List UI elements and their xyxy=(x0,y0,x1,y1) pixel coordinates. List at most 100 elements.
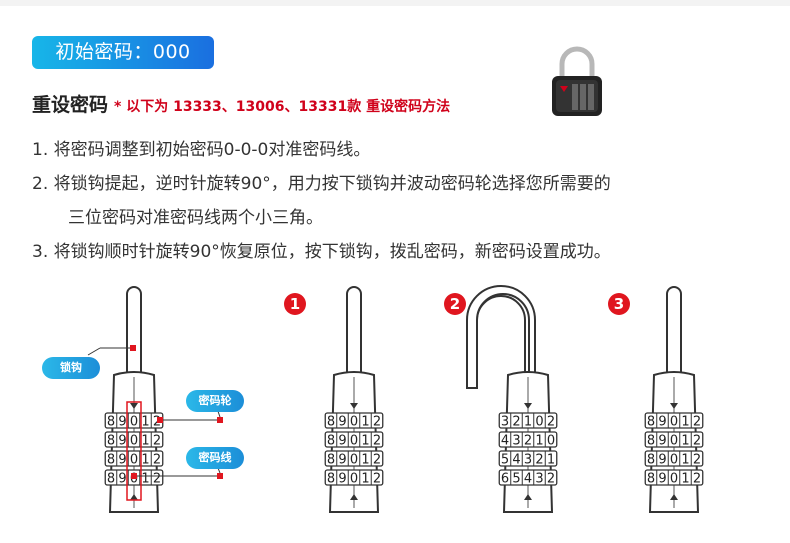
step2-wheel-digit: 2 xyxy=(547,472,555,487)
main-wheel-digit: 1 xyxy=(141,472,149,487)
main-wheel-digit: 0 xyxy=(130,415,138,430)
step3-wheel-digit: 0 xyxy=(670,472,678,487)
step1-wheel-digit: 8 xyxy=(327,434,335,449)
step2-wheel-4 xyxy=(498,469,558,486)
main-wheel-3 xyxy=(104,450,164,467)
line-leader-dot xyxy=(131,473,137,479)
heading-note: * 以下为 13333、13006、13331款 重设密码方法 xyxy=(114,99,451,115)
step1-wheel-digit: 1 xyxy=(361,472,369,487)
step1-wheel-digit: 8 xyxy=(327,453,335,468)
step3-wheel-digit: 1 xyxy=(681,453,689,468)
lock-diagrams: 8901289012890128901289012890128901289012… xyxy=(0,280,790,543)
wheel-label: 密码轮 xyxy=(186,390,244,412)
step3-shackle xyxy=(666,286,682,375)
step3-wheel-digit: 9 xyxy=(658,453,666,468)
step3-wheel-digit: 8 xyxy=(647,453,655,468)
step3-wheel-digit: 8 xyxy=(647,434,655,449)
main-wheel-digit: 9 xyxy=(118,434,126,449)
line-label: 密码线 xyxy=(186,447,244,469)
shackle-leader-dot xyxy=(130,345,136,351)
step3-wheel-digit: 1 xyxy=(681,415,689,430)
step2-wheel-digit: 3 xyxy=(512,434,520,449)
step1-wheel-1 xyxy=(324,412,384,429)
step2-wheel-digit: 3 xyxy=(535,472,543,487)
main-shackle xyxy=(126,286,142,375)
main-wheel-digit: 9 xyxy=(118,472,126,487)
step1-wheel-digit: 0 xyxy=(350,415,358,430)
initial-password-badge: 初始密码：000 xyxy=(32,36,214,69)
step3-wheel-digit: 2 xyxy=(693,453,701,468)
step2-wheel-2 xyxy=(498,431,558,448)
step1-bottom-triangle xyxy=(350,494,358,500)
step1-wheel-digit: 9 xyxy=(338,472,346,487)
step2-wheel-digit: 0 xyxy=(535,415,543,430)
instruction-step-2: 2. 将锁钩提起，逆时针旋转90°，用力按下锁钩并波动密码轮选择您所需要的 xyxy=(32,174,611,194)
step1-shackle xyxy=(346,286,362,375)
step1-wheel-digit: 0 xyxy=(350,434,358,449)
step3-wheel-digit: 9 xyxy=(658,472,666,487)
lock-diagram-canvas: 8901289012890128901289012890128901289012… xyxy=(87,285,704,513)
main-wheel-digit: 8 xyxy=(107,434,115,449)
step-marker-2: 2 xyxy=(444,293,466,315)
wheel-highlight-box xyxy=(126,401,142,501)
step3-wheel-digit: 2 xyxy=(693,434,701,449)
main-top-triangle xyxy=(130,403,138,409)
step3-wheel-digit: 0 xyxy=(670,434,678,449)
step1-top-triangle xyxy=(350,403,358,409)
step2-wheel-digit: 4 xyxy=(524,472,532,487)
main-wheel-digit: 2 xyxy=(153,453,161,468)
main-wheel-2 xyxy=(104,431,164,448)
step2-wheel-digit: 2 xyxy=(535,453,543,468)
step2-top-triangle xyxy=(524,403,532,409)
step1-wheel-digit: 1 xyxy=(361,434,369,449)
step2-wheel-digit: 3 xyxy=(524,453,532,468)
main-wheel-digit: 1 xyxy=(141,434,149,449)
step3-wheel-digit: 9 xyxy=(658,415,666,430)
step2-wheel-digit: 1 xyxy=(547,453,555,468)
step3-wheel-digit: 1 xyxy=(681,472,689,487)
shackle-label: 锁钩 xyxy=(42,357,100,379)
step3-wheel-digit: 9 xyxy=(658,434,666,449)
main-wheel-digit: 2 xyxy=(153,434,161,449)
step1-wheel-digit: 9 xyxy=(338,434,346,449)
step1-wheel-2 xyxy=(324,431,384,448)
step3-wheel-digit: 8 xyxy=(647,415,655,430)
step2-wheel-digit: 5 xyxy=(501,453,509,468)
step2-wheel-digit: 2 xyxy=(512,415,520,430)
step1-wheel-digit: 0 xyxy=(350,472,358,487)
step3-wheel-digit: 1 xyxy=(681,434,689,449)
section-heading: 重设密码* 以下为 13333、13006、13331款 重设密码方法 xyxy=(32,90,450,117)
step2-wheel-3 xyxy=(498,450,558,467)
step1-wheel-digit: 9 xyxy=(338,453,346,468)
step1-wheel-3 xyxy=(324,450,384,467)
step3-wheel-digit: 2 xyxy=(693,472,701,487)
shackle-leader-tick xyxy=(87,347,101,356)
step3-wheel-digit: 2 xyxy=(693,415,701,430)
step2-wheel-digit: 4 xyxy=(512,453,520,468)
step3-wheel-1 xyxy=(644,412,704,429)
step2-wheel-digit: 0 xyxy=(547,434,555,449)
step1-wheel-digit: 2 xyxy=(373,415,381,430)
step1-wheel-digit: 2 xyxy=(373,434,381,449)
step2-wheel-digit: 3 xyxy=(501,415,509,430)
step1-wheel-4 xyxy=(324,469,384,486)
top-divider xyxy=(0,0,790,6)
step1-wheel-digit: 2 xyxy=(373,453,381,468)
step1-wheel-digit: 0 xyxy=(350,453,358,468)
main-wheel-digit: 1 xyxy=(141,415,149,430)
step1-wheel-digit: 8 xyxy=(327,415,335,430)
main-bottom-triangle xyxy=(130,494,138,500)
step3-top-triangle xyxy=(670,403,678,409)
step3-wheel-4 xyxy=(644,469,704,486)
step2-bottom-triangle xyxy=(524,494,532,500)
step2-wheel-digit: 1 xyxy=(524,415,532,430)
step2-wheel-1 xyxy=(498,412,558,429)
tsa-padlock-icon xyxy=(552,46,602,116)
main-wheel-digit: 9 xyxy=(118,415,126,430)
step1-wheel-digit: 2 xyxy=(373,472,381,487)
main-wheel-digit: 0 xyxy=(130,434,138,449)
instruction-list: 1. 将密码调整到初始密码0-0-0对准密码线。 2. 将锁钩提起，逆时针旋转9… xyxy=(32,138,772,274)
main-wheel-digit: 9 xyxy=(118,453,126,468)
step2-shackle xyxy=(466,285,536,389)
instruction-step-2-cont: 三位密码对准密码线两个小三角。 xyxy=(68,208,323,228)
